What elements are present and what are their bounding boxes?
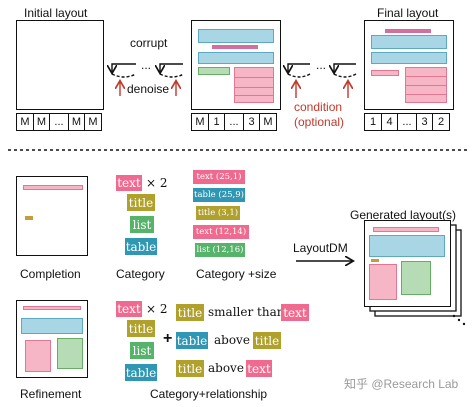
relation-subject: title [176,360,204,377]
category-size-label: Category +size [196,267,277,281]
layout-element-pink [371,70,399,76]
layout-element-green [401,261,431,295]
layout-element-pink [234,67,274,103]
condition-optional-label: (optional) [294,115,345,129]
denoise-arrow [287,73,311,78]
corrupt-arrow [288,63,310,72]
corrupt-arrow [334,63,356,72]
layout-element-olive [25,216,33,220]
tag-table-size: table (25,9) [193,188,245,202]
corrupt-arrow [112,63,136,72]
final-token-row: 1 4 ... 3 2 [364,113,450,131]
final-layout-label: Final layout [377,6,439,20]
relation-object: text [281,304,309,321]
layout-element-blue [369,235,445,257]
denoise-arrow [333,73,357,78]
corrupt-label: corrupt [130,36,168,50]
tag-text: text [116,301,142,317]
more-dot [462,322,466,326]
pink-stripes [234,87,274,88]
relation-subject: table [176,332,208,349]
token: ... [224,113,244,131]
refinement-label: Refinement [20,387,82,401]
generated-layout-canvas [364,220,451,307]
layout-element-olive [371,259,379,262]
denoise-label: denoise [127,82,170,96]
tag-list: list [130,342,154,359]
layout-element-blue [21,318,83,334]
tag-title-size: title (3,1) [196,206,240,220]
relation-object: text [246,360,272,377]
relation-object: title [253,332,281,349]
tag-text: text [116,175,142,191]
token: M [259,113,277,131]
layout-element-title [385,29,431,33]
category-label: Category [116,267,165,281]
pink-stripes [234,95,274,96]
pink-stripes [405,85,447,86]
initial-layout-canvas [16,20,104,110]
tag-table: table [125,238,157,255]
middle-token-row: M 1 ... 3 M [191,113,277,131]
token: M [84,113,102,131]
layout-element-green [198,67,230,75]
tag-text-size: text (12,14) [193,225,249,239]
layout-element-blue [198,52,274,64]
watermark: 知乎 @Research Lab [344,377,459,391]
token: M [191,113,209,131]
layout-element-blue [198,29,274,43]
refinement-canvas [16,300,88,378]
layout-element-pink [23,185,83,190]
completion-label: Completion [20,267,81,281]
layout-element-title [212,45,258,49]
denoise-arrow [111,73,137,78]
layout-element-pink [25,340,51,372]
layout-element-pink [369,264,397,300]
ellipsis: ... [141,58,152,72]
final-layout-canvas [364,20,454,110]
tag-text-size: text (25,1) [193,170,245,184]
layout-element-pink [373,227,439,232]
relation-type: smaller than [208,305,285,319]
denoise-arrow [159,73,185,78]
plus-sign: + [163,330,173,347]
times-two: × 2 [146,176,168,190]
tag-list: list [130,216,154,233]
generated-layouts-label: Generated layout(s) [350,208,457,222]
layout-element-pink [23,306,81,310]
ellipsis: ... [316,58,327,72]
relation-subject: title [176,304,204,321]
completion-canvas [16,176,88,256]
category-relationship-label: Category+relationship [150,387,268,401]
layout-element-blue [371,35,447,49]
intermediate-layout-canvas [191,20,281,110]
layout-element-blue [371,52,447,64]
layoutdm-label: LayoutDM [293,241,348,255]
token: 3 [415,113,434,131]
relation-type: above [214,333,250,347]
corrupt-arrow [160,63,183,72]
more-dot [457,318,461,322]
initial-token-row: M M ... M M [16,113,102,131]
tag-title: title [127,194,155,211]
more-dot [452,314,456,318]
layout-element-green [57,338,83,369]
condition-label: condition [294,100,343,114]
tag-table: table [125,364,157,381]
pink-stripes [405,76,447,77]
token: 2 [432,113,450,131]
token: M [67,113,86,131]
pink-stripes [234,77,274,78]
times-two: × 2 [146,302,168,316]
tag-list-size: list (12,16) [195,243,245,257]
pink-stripes [405,94,447,95]
tag-title: title [127,320,155,337]
relation-type: above [208,361,244,375]
token: M [32,113,51,131]
initial-layout-label: Initial layout [24,6,88,20]
